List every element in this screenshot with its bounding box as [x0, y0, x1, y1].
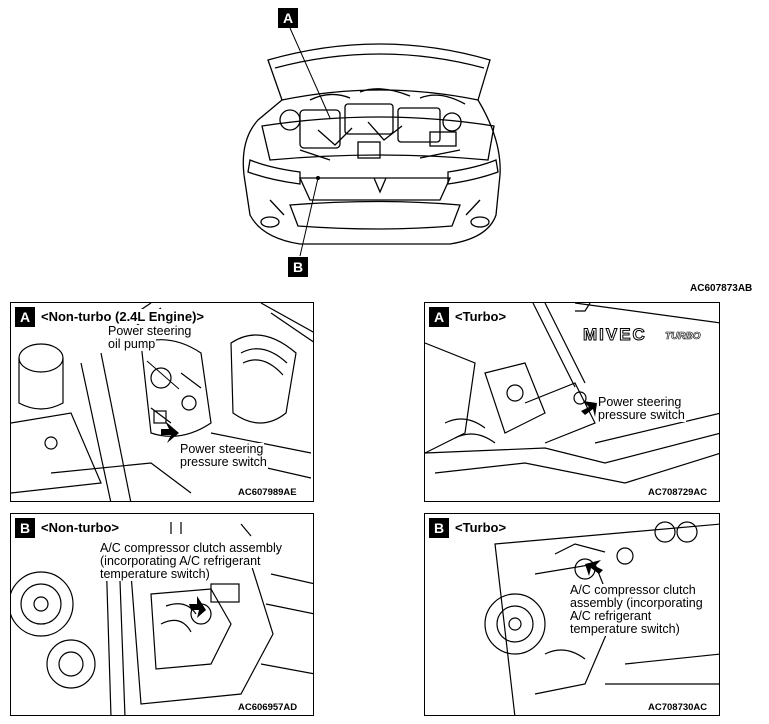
callout-b-tag: B [288, 257, 308, 277]
label-power-steering-pump-line2: oil pump [107, 337, 157, 351]
label-turbo-power-steering-switch-line1: Power steering [597, 395, 683, 409]
panel-a-turbo-tag: A [429, 307, 449, 327]
mivec-logo: MIVEC [583, 325, 647, 345]
label-turbo-power-steering-switch-line2: pressure switch [597, 408, 686, 422]
panel-b-nonturbo-tag: B [15, 518, 35, 538]
label-turbo-ac-compressor-line2: assembly (incorporating [569, 596, 704, 610]
panel-a-nonturbo-tag: A [15, 307, 35, 327]
panel-a-turbo: A <Turbo> MIVEC TURBO Power steering pre… [424, 302, 720, 502]
panel-a-nonturbo: A <Non-turbo (2.4L Engine)> Power steeri… [10, 302, 314, 502]
label-ac-compressor-line2: (incorporating A/C refrigerant [99, 554, 262, 568]
panel-b-turbo-tag: B [429, 518, 449, 538]
panel-b-turbo-drawing [484, 521, 719, 715]
panel-a-turbo-code: AC708729AC [647, 487, 709, 498]
label-ac-compressor-line1: A/C compressor clutch assembly [99, 541, 284, 555]
panel-a-turbo-title: <Turbo> [453, 309, 509, 324]
label-turbo-ac-compressor-line4: temperature switch) [569, 622, 681, 636]
car-front-illustration [242, 27, 501, 257]
panel-b-nonturbo-code: AC606957AD [237, 702, 299, 713]
panel-b-nonturbo-title: <Non-turbo> [39, 520, 121, 535]
panel-a-nonturbo-code: AC607989AE [237, 487, 298, 498]
label-power-steering-pump-line1: Power steering [107, 324, 193, 338]
overview-figure-code: AC607873AB [690, 283, 753, 294]
label-ac-compressor-line3: temperature switch) [99, 567, 211, 581]
turbo-logo: TURBO [665, 331, 701, 343]
panel-b-turbo-code: AC708730AC [647, 702, 709, 713]
panel-a-turbo-drawing [425, 303, 719, 484]
panel-a-nonturbo-title: <Non-turbo (2.4L Engine)> [39, 309, 206, 324]
label-turbo-ac-compressor-line1: A/C compressor clutch [569, 583, 697, 597]
panel-b-nonturbo: B <Non-turbo> A/C compressor clutch asse… [10, 513, 314, 716]
label-power-steering-switch-line1: Power steering [179, 442, 265, 456]
label-turbo-ac-compressor-line3: A/C refrigerant [569, 609, 653, 623]
callout-a-tag: A [278, 8, 298, 28]
label-power-steering-switch-line2: pressure switch [179, 455, 268, 469]
panel-b-turbo: B <Turbo> A/C compressor clutch assembly… [424, 513, 720, 716]
panel-b-turbo-title: <Turbo> [453, 520, 509, 535]
